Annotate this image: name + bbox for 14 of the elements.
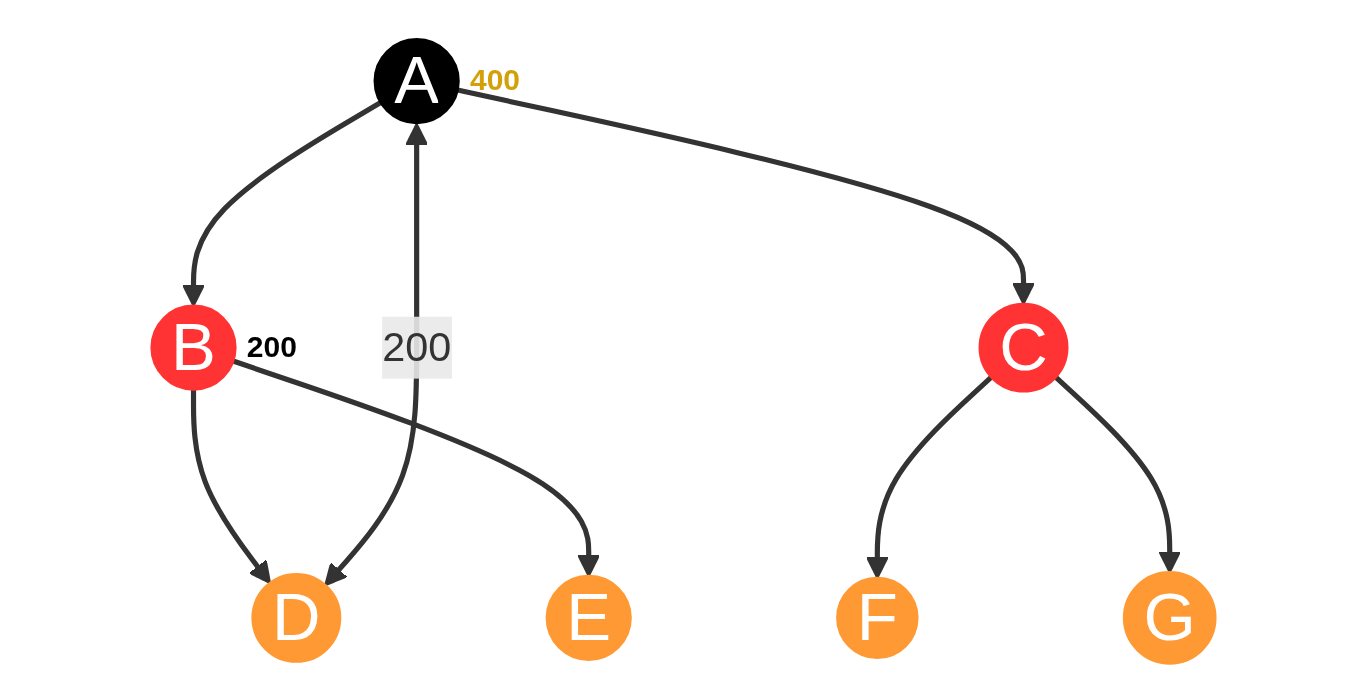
node-circle: F [835, 576, 919, 660]
arrow [456, 87, 1035, 305]
arrow [190, 389, 271, 585]
value-label: 400 [470, 63, 521, 98]
arrow [865, 375, 993, 579]
node-circle: E [545, 574, 632, 661]
node-circle: G [1122, 571, 1217, 665]
arrow [181, 100, 382, 307]
node-circle: B [149, 304, 237, 391]
edge-label: 200 [381, 324, 451, 369]
value-label: 200 [246, 329, 297, 364]
node-circle: D [250, 572, 341, 663]
node-circle: C [978, 302, 1068, 393]
node-circle: A [373, 38, 460, 125]
